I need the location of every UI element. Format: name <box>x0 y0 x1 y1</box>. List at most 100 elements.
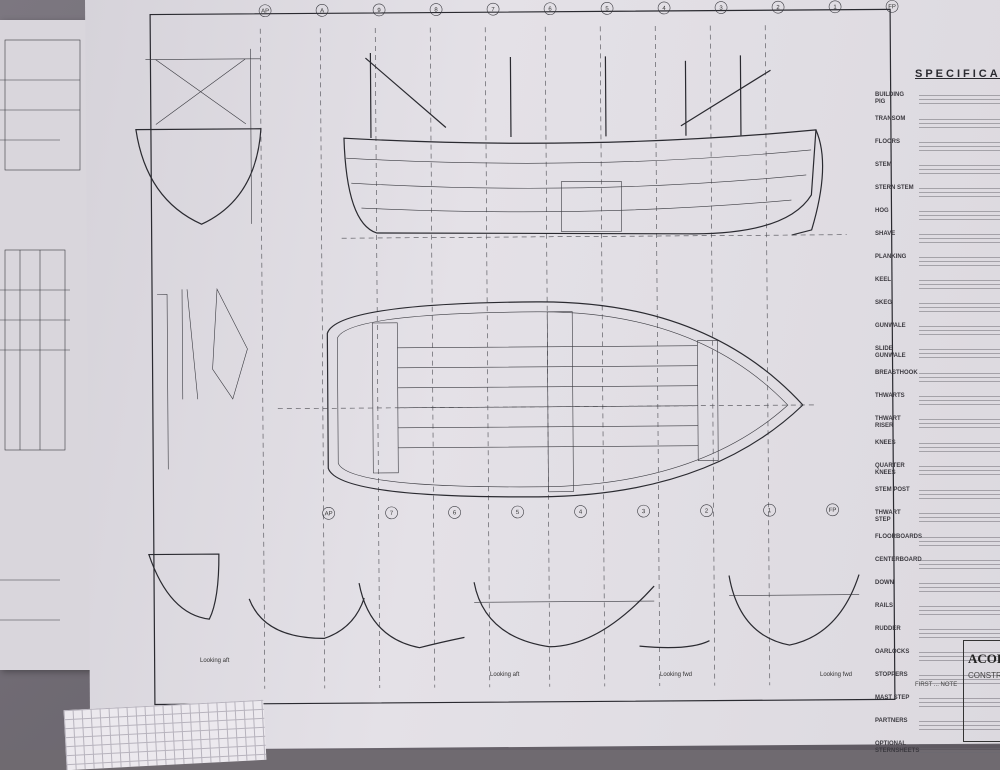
spec-row: STEM POST <box>875 486 1000 501</box>
station-label: FP <box>888 4 896 10</box>
station-label: 1 <box>833 5 837 11</box>
spec-row: DOWN <box>875 579 1000 594</box>
spec-label: THWART STEP <box>875 509 901 524</box>
spec-row: OARLOCKS <box>875 648 1000 663</box>
spec-row: RUDDER <box>875 625 1000 640</box>
spec-label: OARLOCKS <box>875 648 910 655</box>
spec-text <box>919 138 1000 153</box>
detail-sketches <box>157 287 248 470</box>
station-label: A <box>320 8 324 14</box>
title-name: ACORN <box>968 651 1000 666</box>
spec-row: TRANSOM <box>875 115 1000 130</box>
station-label: 4 <box>579 510 583 516</box>
station-marker <box>486 2 500 16</box>
station-label: AP <box>261 9 269 15</box>
station-label: 5 <box>605 6 609 12</box>
note-label: FIRST ... NOTE <box>915 682 958 688</box>
spec-label: SKEG <box>875 299 893 306</box>
section-label: Looking aft <box>490 672 520 678</box>
spec-row: STEM <box>875 161 1000 176</box>
station-marker <box>543 2 557 16</box>
station-marker <box>885 0 899 13</box>
spec-row: SLIDE GUNWALE <box>875 345 1000 361</box>
spec-text <box>919 322 1000 337</box>
title-block: ACORN CONSTRU <box>963 640 1000 742</box>
spec-label: BUILDING PIG <box>875 91 904 106</box>
spec-label: RUDDER <box>875 625 901 632</box>
station-marker <box>657 1 671 15</box>
body-section-view <box>135 48 262 225</box>
station-marker <box>600 2 614 15</box>
station-label: 9 <box>377 8 381 14</box>
spec-label: GUNWALE <box>875 322 906 329</box>
spec-row: MAST STEP <box>875 694 1000 709</box>
spec-label: RAILS <box>875 602 893 609</box>
spec-row: QUARTER KNEES <box>875 462 1000 478</box>
station-label: AP <box>325 511 333 517</box>
spec-label: THWARTS <box>875 392 905 399</box>
station-marker <box>429 3 443 16</box>
spec-text <box>919 369 1000 384</box>
spec-label: FLOORBOARDS <box>875 533 922 540</box>
station-marker <box>372 3 386 17</box>
station-marker <box>574 505 587 518</box>
spec-label: STOPPERS <box>875 671 908 678</box>
station-marker <box>763 503 776 517</box>
spec-text <box>919 556 1000 571</box>
spec-label: SLIDE GUNWALE <box>875 345 906 360</box>
spec-row: FLOORS <box>875 138 1000 153</box>
spec-text <box>919 602 1000 617</box>
spec-text <box>919 161 1000 176</box>
spec-label: PARTNERS <box>875 717 908 724</box>
spec-text <box>919 207 1000 222</box>
spec-text <box>919 533 1000 548</box>
spec-label: PLANKING <box>875 253 907 260</box>
spec-text <box>919 509 1000 524</box>
spec-label: STERN STEM <box>875 184 914 191</box>
station-marker <box>315 4 329 17</box>
spec-label: FLOORS <box>875 138 900 145</box>
plan-view <box>277 301 818 498</box>
spec-label: STEM POST <box>875 486 910 493</box>
spec-text <box>919 486 1000 501</box>
station-marker <box>448 506 461 519</box>
spec-label: QUARTER KNEES <box>875 462 905 477</box>
station-label: 7 <box>491 7 495 13</box>
station-label: 6 <box>548 7 552 13</box>
spec-text <box>919 230 1000 245</box>
spec-row: KEEL <box>875 276 1000 291</box>
station-label: 4 <box>662 6 666 12</box>
spec-text <box>919 671 1000 686</box>
spec-row: CENTERBOARD <box>875 556 1000 571</box>
spec-text <box>919 462 1000 477</box>
spec-text <box>919 392 1000 407</box>
spec-row: GUNWALE <box>875 322 1000 337</box>
spec-label: OPTIONAL STERNSHEETS <box>875 740 920 755</box>
spec-label: SHAVE <box>875 230 896 237</box>
spec-row: STOPPERS <box>875 671 1000 686</box>
section-label: Looking aft <box>200 658 230 664</box>
spec-text <box>919 91 1000 106</box>
section-views <box>148 553 860 649</box>
spec-label: STEM <box>875 161 892 168</box>
station-marker <box>385 506 398 520</box>
station-marker <box>828 0 842 14</box>
spec-row: BUILDING PIG <box>875 91 1000 107</box>
graph-paper-card <box>63 699 267 770</box>
spec-label: HOG <box>875 207 889 214</box>
spec-row: OPTIONAL STERNSHEETS <box>875 740 1000 756</box>
station-marker <box>511 505 524 519</box>
spec-text <box>919 717 1000 732</box>
spec-text <box>919 439 1000 454</box>
spec-row: THWARTS <box>875 392 1000 407</box>
spec-row: THWART RISER <box>875 415 1000 431</box>
spec-row: PLANKING <box>875 253 1000 268</box>
spec-text <box>919 415 1000 430</box>
spec-text <box>919 345 1000 360</box>
spec-text <box>919 253 1000 268</box>
station-label: 1 <box>768 508 772 514</box>
